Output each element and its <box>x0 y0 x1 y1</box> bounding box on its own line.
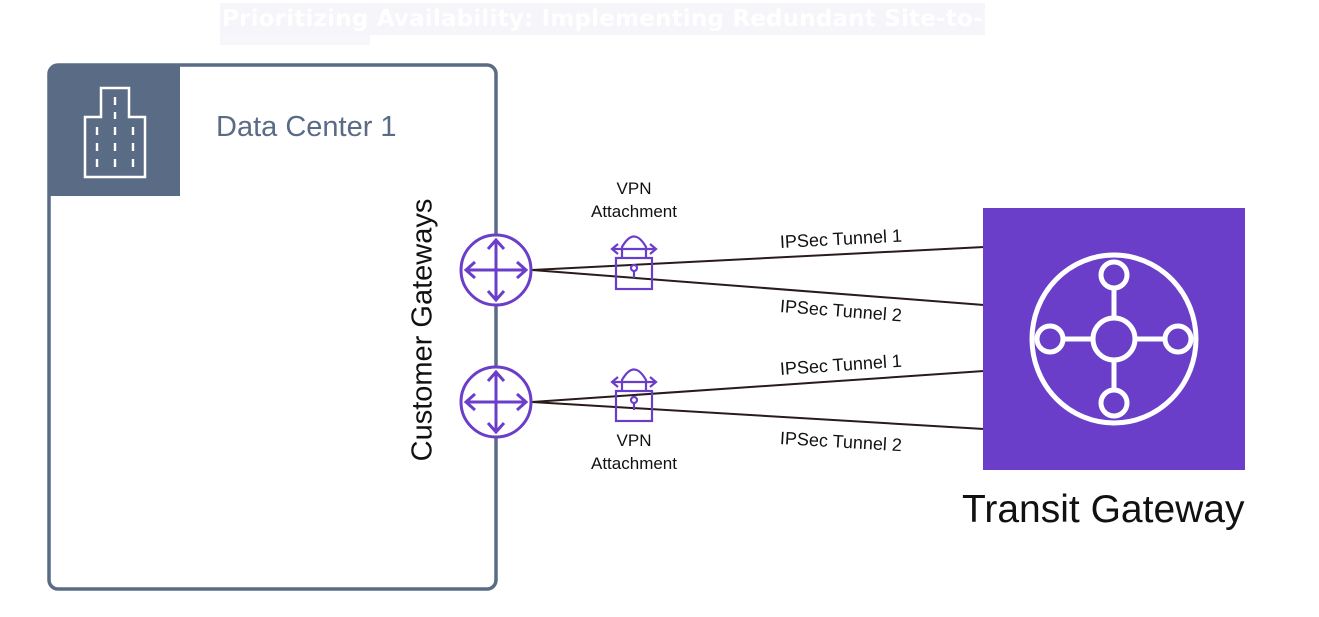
tunnel-line-4 <box>531 401 985 430</box>
tunnel-line-2 <box>531 269 985 306</box>
vpn-attachment-label-2: VPN Attachment <box>574 429 694 475</box>
vpn-label-line1: VPN <box>616 431 652 450</box>
vpn-label-line2: Attachment <box>591 202 677 221</box>
tunnel-line-1 <box>531 246 985 271</box>
vpn-lock-icon <box>610 235 658 291</box>
title-banner <box>220 3 985 35</box>
vpn-attachment-label-1: VPN Attachment <box>574 177 694 223</box>
page-title: Prioritizing Availability: Implementing … <box>222 6 1098 32</box>
router-icon <box>459 233 533 307</box>
building-icon <box>49 65 180 196</box>
transit-gateway-icon <box>983 208 1245 470</box>
data-center-label: Data Center 1 <box>216 111 397 143</box>
router-icon <box>459 365 533 439</box>
customer-gateways-label: Customer Gateways <box>406 198 439 462</box>
transit-gateway-label: Transit Gateway <box>962 488 1245 531</box>
vpn-label-line1: VPN <box>616 179 652 198</box>
vpn-lock-icon <box>610 368 658 423</box>
vpn-label-line2: Attachment <box>591 454 677 473</box>
title-underlay <box>220 35 370 45</box>
tunnel-lines <box>531 246 985 430</box>
tunnel-line-3 <box>531 370 985 403</box>
